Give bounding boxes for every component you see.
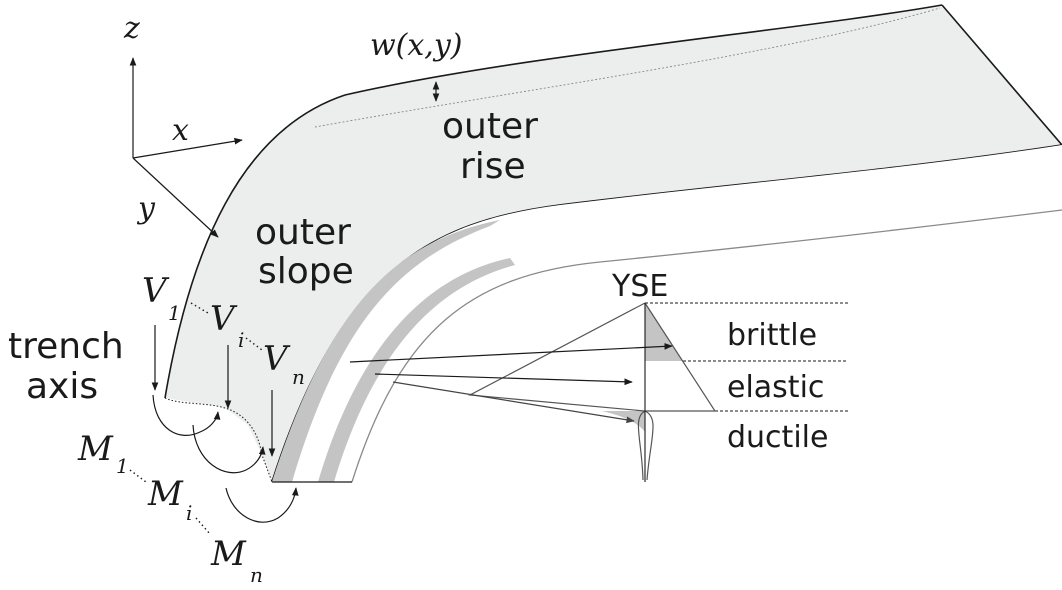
yse-compression-envelope <box>467 302 648 481</box>
yse-elastic-label: elastic <box>727 370 824 405</box>
yse-brittle-label: brittle <box>727 318 817 353</box>
m1-moment-arrow <box>152 394 221 436</box>
outer-slope-label-line1: outer <box>255 212 351 253</box>
v1-label: V <box>142 271 170 311</box>
yse-ductile-shade <box>602 411 645 432</box>
pointer-ductile <box>392 381 635 424</box>
plate-top-surface <box>165 5 1062 482</box>
trench-edge-dotted <box>164 397 273 483</box>
plate-top-edge <box>164 4 943 399</box>
reference-surface-line <box>314 7 941 128</box>
mi-moment-arrow <box>192 424 266 474</box>
vn-subscript: n <box>292 365 305 389</box>
y-axis <box>132 157 219 238</box>
x-axis-label: x <box>172 113 189 148</box>
v-dots-1 <box>190 302 209 314</box>
mn-label: M <box>210 534 247 574</box>
x-axis <box>132 137 243 159</box>
cross-section-brittle-layer <box>272 220 500 482</box>
yse-ductile-label: ductile <box>727 420 828 455</box>
outer-slope-label-line2: slope <box>258 251 354 292</box>
m1-label: M <box>77 429 114 469</box>
outer-rise-label-line2: rise <box>460 146 526 187</box>
cross-section-bottom-edge <box>351 209 1062 483</box>
yse-title: YSE <box>611 269 668 304</box>
m-dots-2 <box>195 517 211 535</box>
pointer-brittle <box>349 343 673 363</box>
cross-section-ductile-layer <box>318 258 515 482</box>
mi-subscript: i <box>186 501 192 525</box>
v1-subscript: 1 <box>168 301 181 325</box>
deflection-label: w(x,y) <box>370 28 463 63</box>
mn-subscript: n <box>250 563 263 587</box>
trench-axis-label-line1: trench <box>8 326 124 367</box>
pointer-elastic <box>374 373 633 386</box>
mn-moment-arrow <box>225 487 299 523</box>
outer-rise-label-line1: outer <box>442 106 538 147</box>
z-axis-label: z <box>123 11 140 46</box>
plate-far-edge <box>941 4 1062 146</box>
y-axis-label: y <box>136 191 156 226</box>
m1-subscript: 1 <box>116 454 129 478</box>
m-dots-1 <box>129 469 147 483</box>
mi-label: M <box>147 474 184 514</box>
vn-label: V <box>263 339 291 379</box>
trench-axis-label-line2: axis <box>26 366 98 407</box>
v-dots-2 <box>245 337 263 351</box>
vi-label: V <box>210 299 238 339</box>
vi-subscript: i <box>238 328 244 352</box>
